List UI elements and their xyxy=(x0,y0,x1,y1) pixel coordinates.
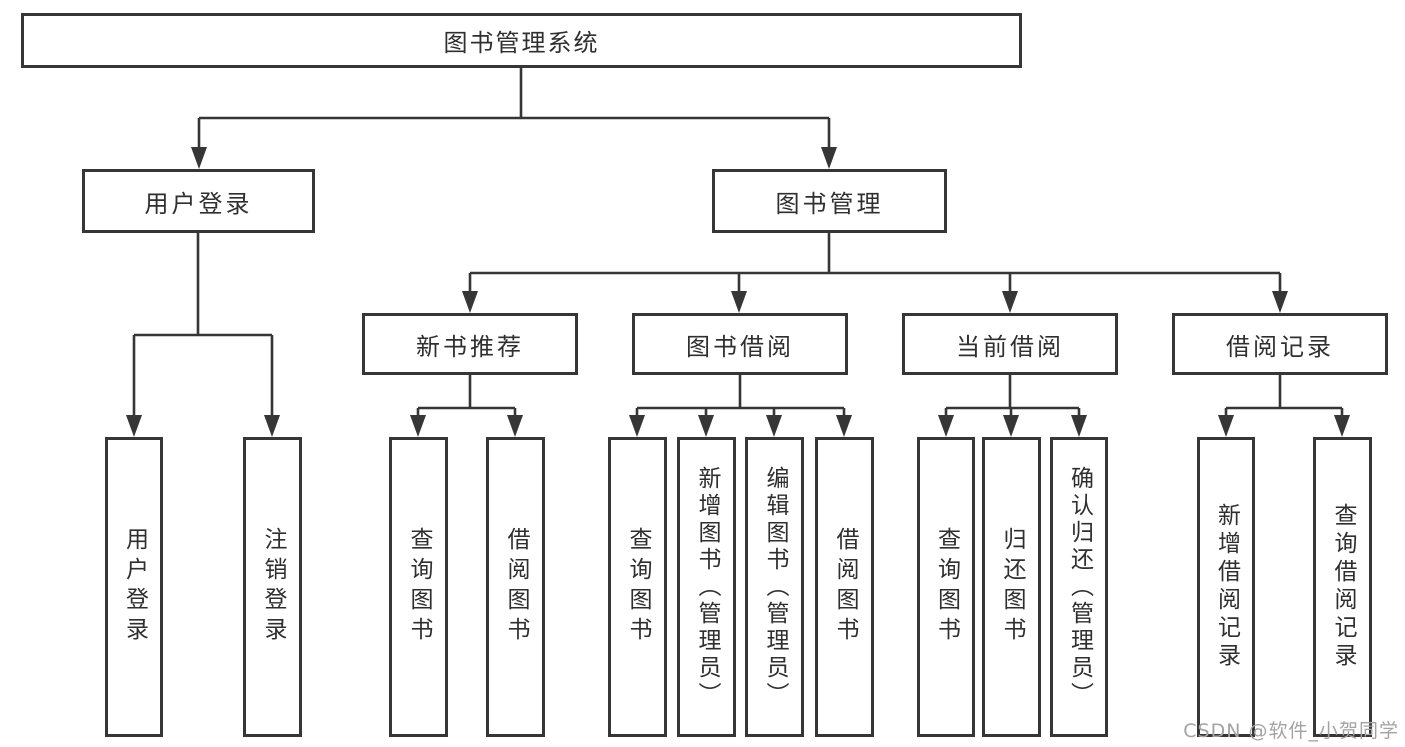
node-new-book-recommend: 新书推荐 xyxy=(362,313,578,375)
leaf-borrow-books-2: 借阅图书 xyxy=(815,437,874,737)
node-book-borrowing: 图书借阅 xyxy=(632,313,848,375)
node-book-management: 图书管理 xyxy=(712,169,947,233)
connector-book-borrow xyxy=(635,375,846,421)
connector-root xyxy=(197,68,831,153)
leaf-user-login: 用户登录 xyxy=(105,437,163,737)
node-borrowing-records: 借阅记录 xyxy=(1172,313,1388,375)
leaf-edit-book-admin: 编辑图书（管理员） xyxy=(745,437,804,737)
node-library-system: 图书管理系统 xyxy=(21,13,1022,68)
leaf-confirm-return-admin: 确认归还（管理员） xyxy=(1050,437,1108,737)
connector-book-management xyxy=(468,233,1282,297)
leaf-add-book-admin: 新增图书（管理员） xyxy=(677,437,736,737)
node-user-login: 用户登录 xyxy=(82,169,315,233)
leaf-add-borrow-record: 新增借阅记录 xyxy=(1197,437,1255,737)
leaf-query-borrow-record: 查询借阅记录 xyxy=(1313,437,1372,737)
node-current-borrowing: 当前借阅 xyxy=(902,313,1118,375)
leaf-return-books: 归还图书 xyxy=(982,437,1041,737)
leaf-logout: 注销登录 xyxy=(243,437,302,737)
connector-new-book-rec xyxy=(416,375,517,421)
watermark: CSDN @软件_小贺同学 xyxy=(1183,720,1399,742)
leaf-query-books-1: 查询图书 xyxy=(389,437,448,737)
leaf-query-books-3: 查询图书 xyxy=(917,437,975,737)
leaf-borrow-books-1: 借阅图书 xyxy=(486,437,545,737)
connector-borrow-records xyxy=(1224,375,1344,421)
connector-user-login xyxy=(132,233,274,421)
leaf-query-books-2: 查询图书 xyxy=(608,437,667,737)
connector-current-borrow xyxy=(944,375,1081,421)
